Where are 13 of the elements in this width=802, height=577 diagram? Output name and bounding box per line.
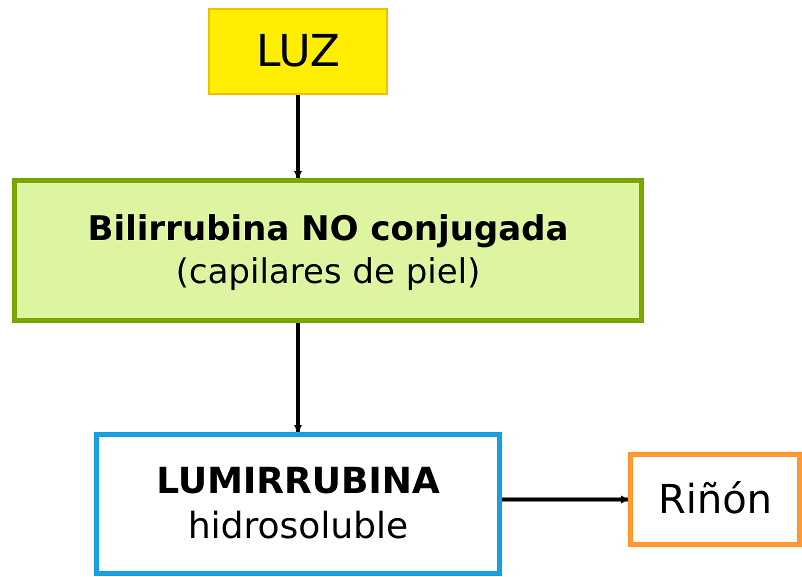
arrow (294, 323, 302, 433)
arrow (294, 95, 302, 179)
node-text: Riñón (658, 476, 772, 524)
node-text: Bilirrubina NO conjugada (88, 208, 568, 250)
node-text: (capilares de piel) (176, 250, 480, 293)
node-text: hidrosoluble (188, 505, 408, 549)
node-text: LUMIRRUBINA (156, 460, 440, 504)
process-box (12, 178, 644, 323)
arrow (502, 496, 629, 504)
process-box (628, 452, 802, 547)
process-box (94, 432, 502, 576)
node-text: LUZ (256, 25, 340, 79)
process-box (208, 8, 388, 95)
